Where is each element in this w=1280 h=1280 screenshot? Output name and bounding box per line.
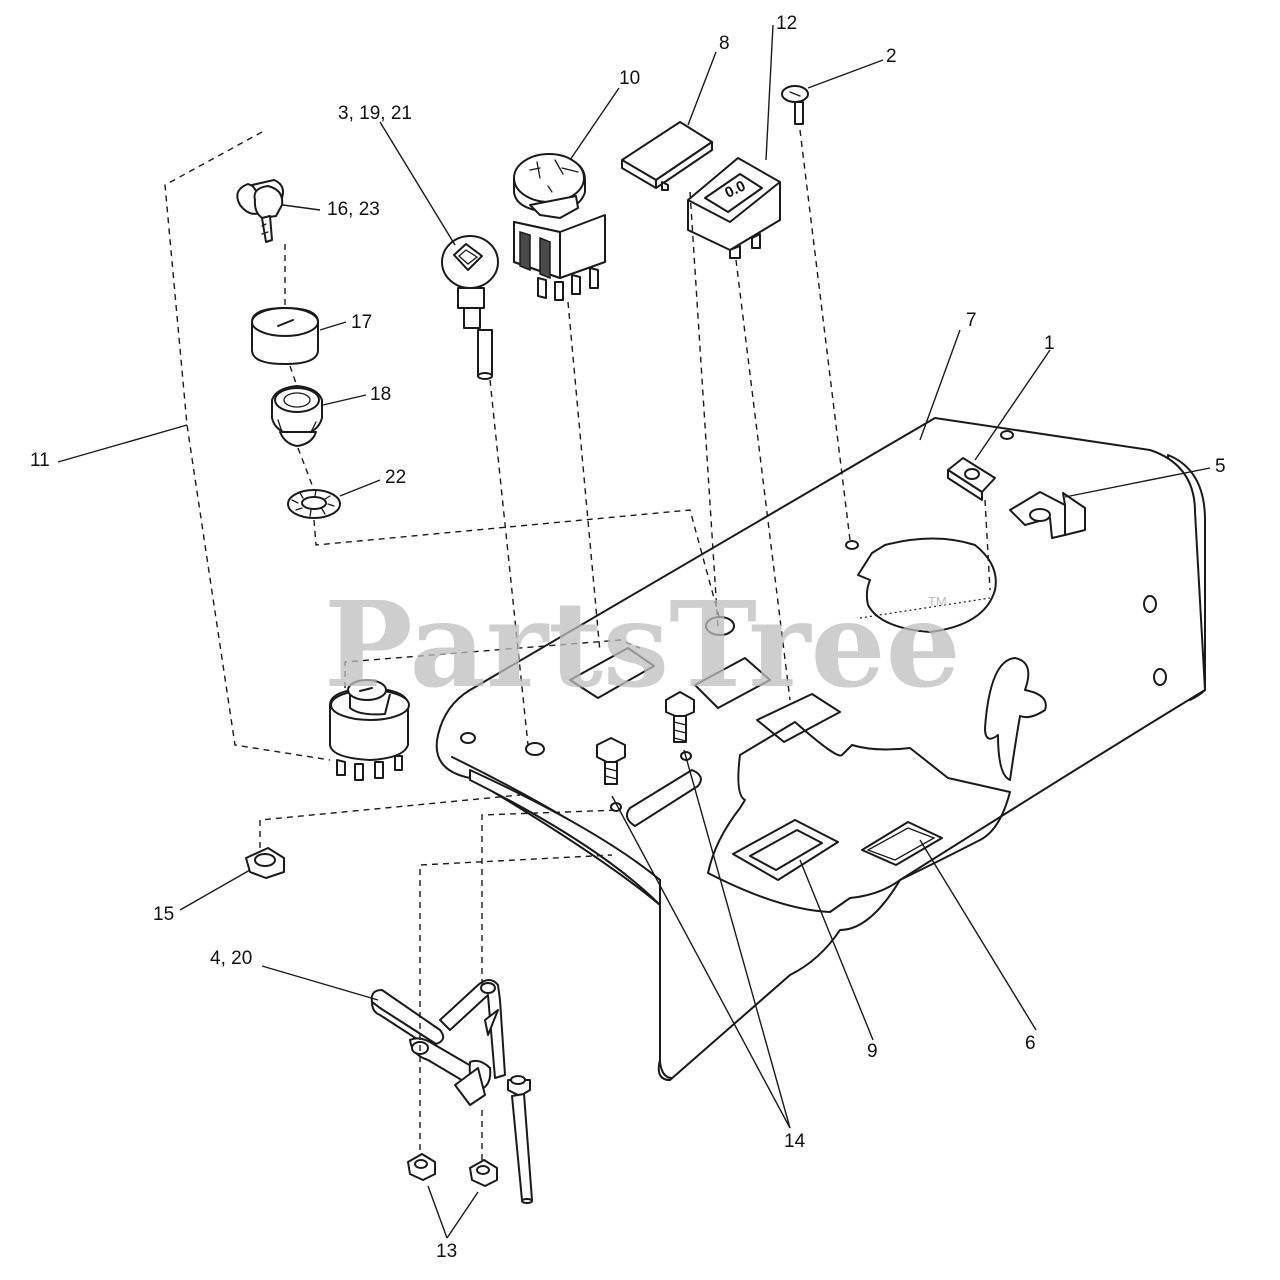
keys	[236, 179, 284, 243]
callout-3-19-21: 3, 19, 21	[338, 103, 412, 124]
ignition-cap	[251, 307, 319, 365]
lever-assembly	[370, 979, 533, 1204]
callout-13: 13	[436, 1241, 457, 1262]
leader-lines	[57, 24, 1211, 1239]
hex-nut	[271, 385, 323, 447]
hour-meter: 0.0	[687, 157, 781, 259]
callout-16-23: 16, 23	[327, 199, 380, 220]
clip-nut	[947, 457, 996, 501]
callout-12: 12	[776, 13, 797, 34]
ignition-switch	[329, 679, 410, 781]
watermark: PartsTree TM	[324, 575, 961, 714]
callout-22: 22	[385, 467, 406, 488]
callout-11: 11	[30, 450, 50, 471]
callout-2: 2	[886, 46, 897, 67]
callout-14: 14	[784, 1131, 806, 1152]
nuts	[245, 847, 498, 1187]
dash-panel	[435, 417, 1206, 1081]
lens-cover	[621, 121, 713, 191]
callout-18: 18	[370, 384, 391, 405]
callout-8: 8	[719, 33, 730, 54]
callout-4-20: 4, 20	[210, 948, 252, 969]
bracket	[1009, 491, 1086, 539]
assembly-lines	[164, 129, 991, 1160]
callout-7: 7	[966, 310, 977, 331]
callout-6: 6	[1025, 1033, 1036, 1054]
bolts	[596, 691, 695, 785]
pto-switch	[513, 153, 606, 301]
callout-1: 1	[1044, 333, 1055, 354]
lock-washer	[287, 489, 341, 519]
callout-9: 9	[867, 1041, 878, 1062]
plunger-switch	[441, 235, 499, 380]
callout-10: 10	[619, 68, 640, 89]
watermark-text: PartsTree	[324, 575, 961, 714]
watermark-trademark: TM	[928, 594, 947, 609]
screw	[781, 85, 809, 125]
callout-17: 17	[351, 312, 372, 333]
callout-5: 5	[1215, 456, 1226, 477]
callout-labels: 1 2 3, 19, 21 4, 20 5 6 7 8 9 10 11 12 1…	[30, 13, 1226, 1262]
callout-15: 15	[153, 904, 174, 925]
